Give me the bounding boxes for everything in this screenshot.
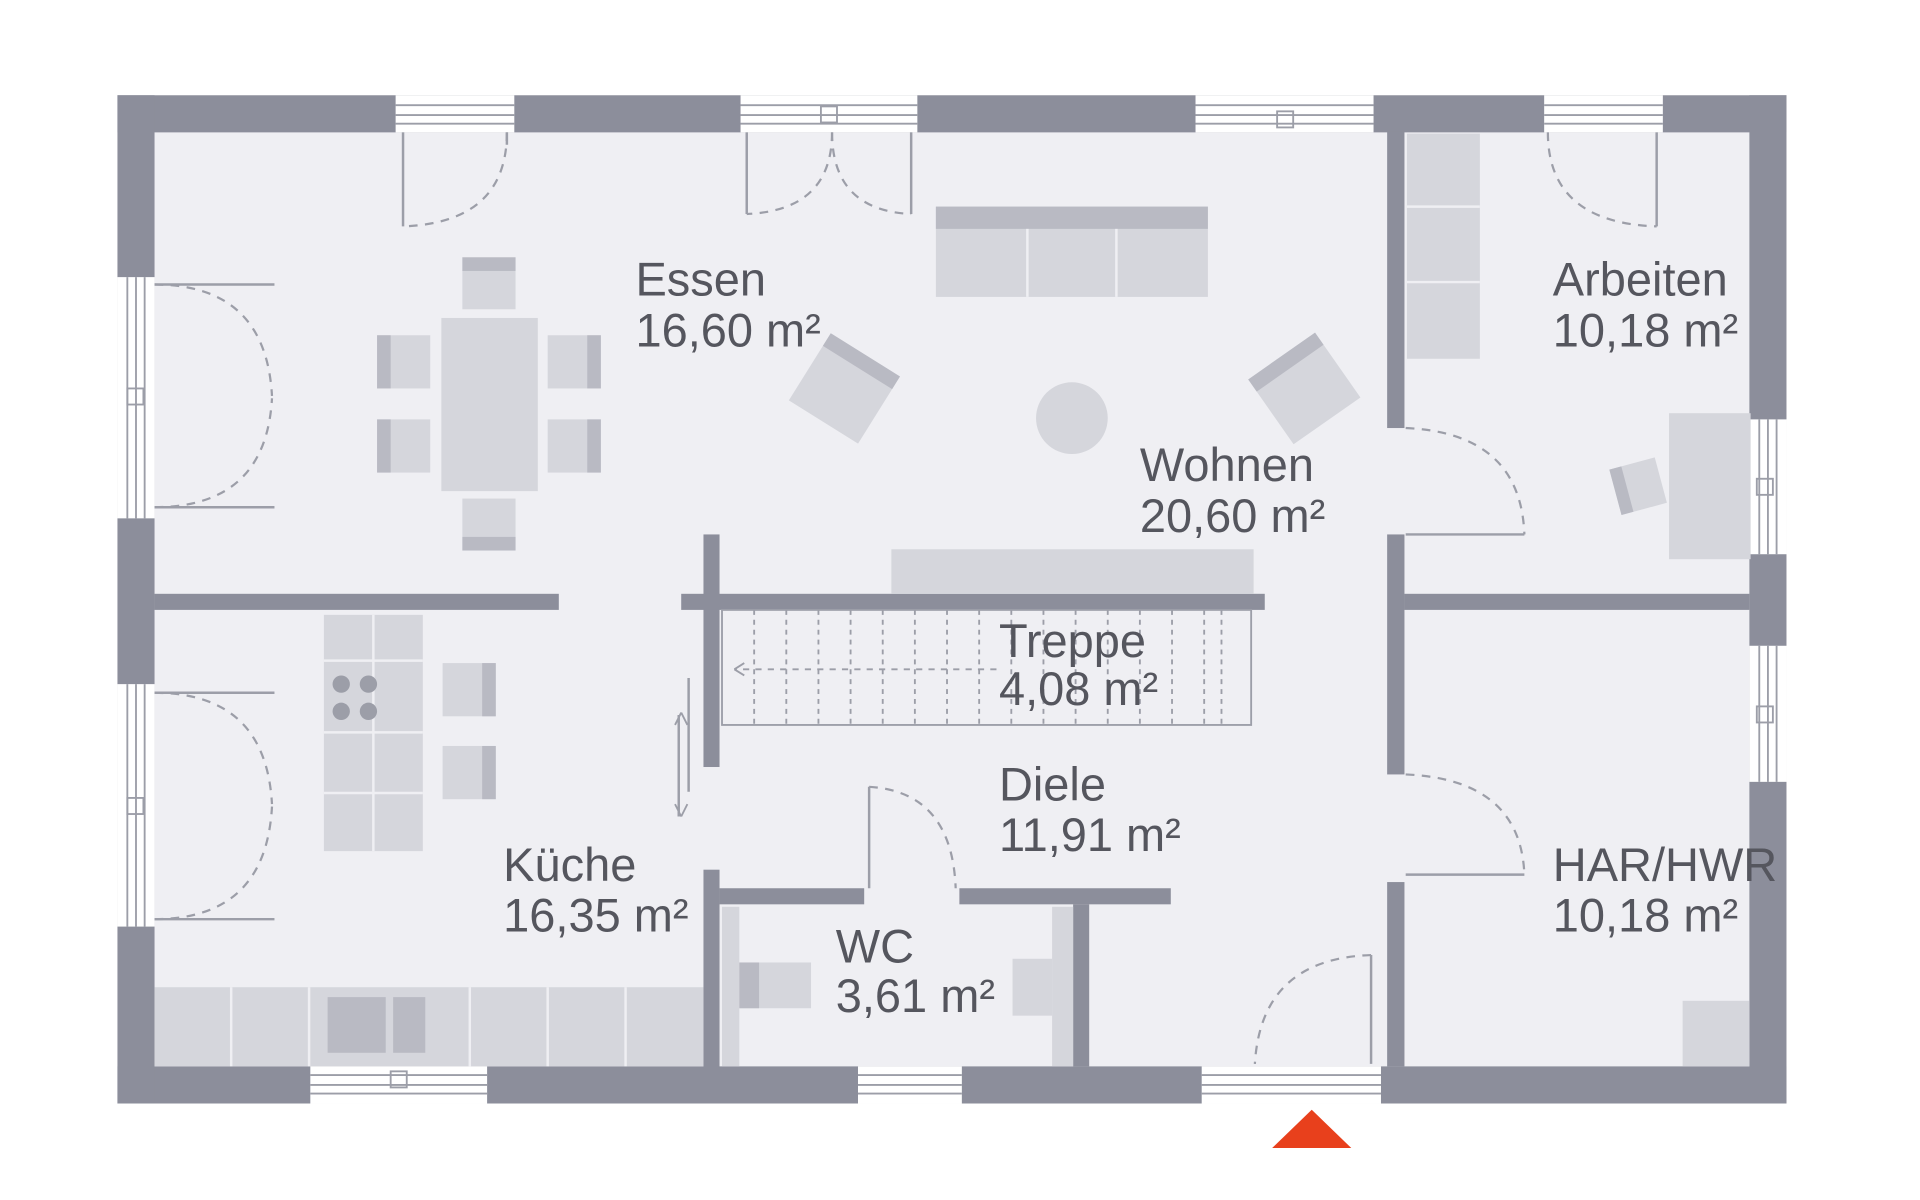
room-name-treppe: Treppe [999, 614, 1146, 667]
kitchen-furniture [154, 614, 704, 1067]
utility-appliance [1682, 1000, 1750, 1067]
room-area-wc: 3,61 m² [836, 969, 995, 1022]
office-furniture [1406, 133, 1751, 560]
room-name-kueche: Küche [503, 838, 636, 891]
window-frames [126, 104, 1778, 1095]
door-swings [154, 132, 1657, 1064]
room-labels: Essen 16,60 m² Arbeiten 10,18 m² Wohnen … [503, 253, 1777, 1022]
room-name-wohnen: Wohnen [1140, 438, 1314, 491]
entrance-triangle-icon [1272, 1109, 1352, 1149]
room-name-arbeiten: Arbeiten [1553, 253, 1728, 306]
room-area-kueche: 16,35 m² [503, 889, 688, 942]
room-name-diele: Diele [999, 757, 1106, 810]
room-name-essen: Essen [635, 253, 766, 306]
room-area-har: 10,18 m² [1553, 889, 1738, 942]
room-area-wohnen: 20,60 m² [1140, 489, 1325, 542]
room-area-diele: 11,91 m² [999, 808, 1181, 861]
room-area-arbeiten: 10,18 m² [1553, 303, 1738, 356]
room-name-har: HAR/HWR [1553, 838, 1777, 891]
room-area-treppe: 4,08 m² [999, 662, 1158, 715]
wc-fixtures [722, 906, 1074, 1067]
room-name-wc: WC [836, 919, 914, 972]
exterior-walls [117, 95, 1787, 1104]
dining-furniture [377, 257, 601, 551]
living-furniture [788, 206, 1361, 594]
door-leaves [154, 132, 1658, 1064]
staircase [674, 608, 1253, 817]
interior-walls [154, 131, 1750, 1068]
room-area-essen: 16,60 m² [635, 303, 820, 356]
